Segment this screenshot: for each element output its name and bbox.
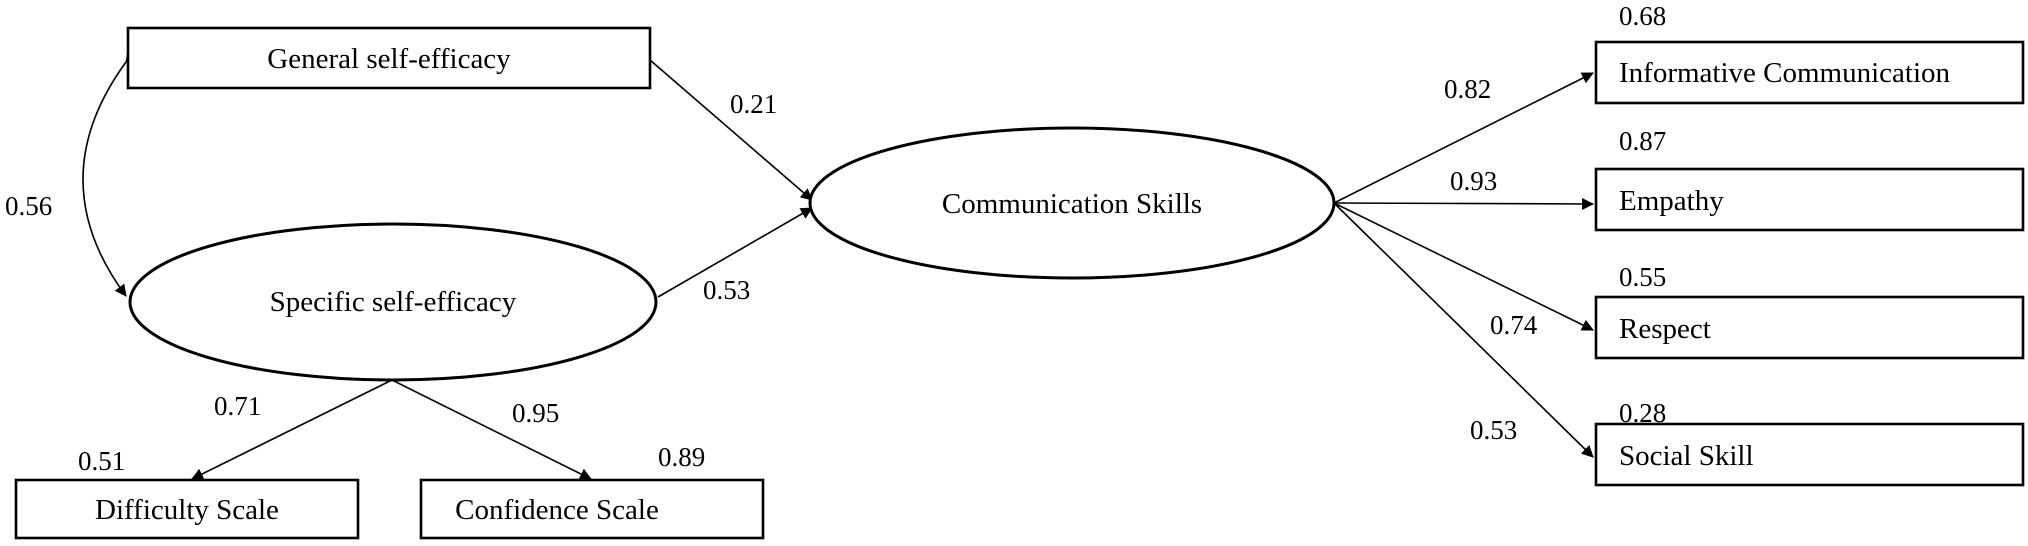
r2-respect: 0.55 (1619, 262, 1666, 292)
coef-communication-to-empathy: 0.93 (1450, 166, 1497, 196)
r2-empathy: 0.87 (1619, 126, 1666, 156)
node-respect: Respect (1594, 295, 2025, 360)
social-skill-label: Social Skill (1619, 440, 1754, 472)
edge-general-specific-correlation (82, 49, 138, 297)
r2-social-skill: 0.28 (1619, 398, 1666, 428)
general-self-efficacy-label: General self-efficacy (267, 43, 511, 75)
difficulty-scale-label: Difficulty Scale (95, 494, 279, 526)
edge-specific-to-confidence (391, 379, 592, 480)
coef-communication-to-social: 0.53 (1470, 415, 1517, 445)
coef-general-specific-correlation: 0.56 (5, 191, 52, 221)
confidence-scale-label: Confidence Scale (455, 494, 659, 526)
node-specific-self-efficacy: Specific self-efficacy (128, 222, 658, 382)
r2-confidence-scale: 0.89 (658, 442, 705, 472)
specific-self-efficacy-label: Specific self-efficacy (270, 286, 517, 318)
empathy-label: Empathy (1619, 185, 1724, 217)
respect-label: Respect (1619, 313, 1711, 345)
node-confidence-scale: Confidence Scale (419, 478, 765, 540)
coef-specific-to-communication: 0.53 (703, 275, 750, 305)
r2-informative-communication: 0.68 (1619, 1, 1666, 31)
coef-specific-to-difficulty: 0.71 (214, 391, 261, 421)
edge-specific-to-difficulty (191, 379, 393, 480)
r2-difficulty-scale: 0.51 (78, 446, 125, 476)
edge-communication-to-informative (1333, 72, 1594, 204)
coef-communication-to-informative: 0.82 (1444, 74, 1491, 104)
informative-communication-label: Informative Communication (1619, 57, 1951, 89)
node-informative-communication: Informative Communication (1594, 40, 2025, 105)
node-communication-skills: Communication Skills (808, 126, 1336, 280)
communication-skills-label: Communication Skills (942, 188, 1202, 220)
edge-communication-to-respect (1333, 202, 1594, 331)
edge-specific-to-communication (657, 207, 813, 298)
edge-general-to-communication (649, 59, 813, 201)
node-empathy: Empathy (1594, 167, 2025, 232)
node-difficulty-scale: Difficulty Scale (14, 478, 360, 540)
edge-communication-to-empathy (1333, 197, 1594, 210)
coef-communication-to-respect: 0.74 (1490, 310, 1538, 340)
coef-specific-to-confidence: 0.95 (512, 398, 559, 428)
coef-general-to-communication: 0.21 (730, 89, 777, 119)
node-social-skill: Social Skill (1594, 422, 2025, 487)
node-general-self-efficacy: General self-efficacy (126, 26, 652, 90)
edge-communication-to-social (1333, 202, 1594, 458)
